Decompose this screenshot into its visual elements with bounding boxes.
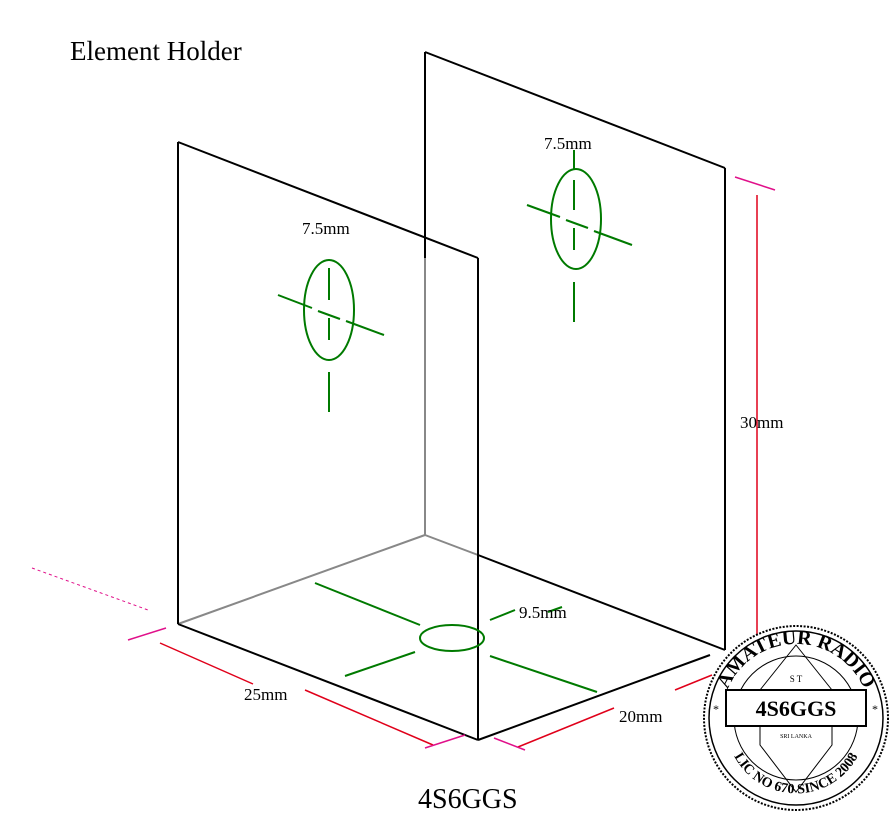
width-label: 25mm <box>244 685 287 704</box>
seal-center-text: 4S6GGS <box>756 696 837 721</box>
seal-star-left: * <box>713 702 719 716</box>
hidden-edges <box>177 258 479 625</box>
callsign: 4S6GGS <box>418 784 518 815</box>
back-panel <box>424 51 726 650</box>
base-hole <box>314 582 598 693</box>
seal-inner-top: S T <box>790 674 803 684</box>
height-label: 30mm <box>740 413 783 432</box>
back-hole-label: 7.5mm <box>544 134 592 153</box>
title: Element Holder <box>70 36 242 66</box>
front-hole-label: 7.5mm <box>302 219 350 238</box>
seal-inner-bottom: SRI LANKA <box>780 734 813 740</box>
amateur-radio-seal: AMATEUR RADIO LIC NO 670 SINCE 2008 4S6G… <box>703 625 889 811</box>
seal-star-right: * <box>872 702 878 716</box>
front-panel <box>177 141 479 741</box>
back-hole <box>526 150 633 322</box>
depth-label: 20mm <box>619 707 662 726</box>
base-edges <box>477 554 726 741</box>
dimension-lines <box>159 195 758 748</box>
extension-lines <box>31 176 776 751</box>
base-hole-label: 9.5mm <box>519 603 567 622</box>
front-hole <box>277 259 385 412</box>
